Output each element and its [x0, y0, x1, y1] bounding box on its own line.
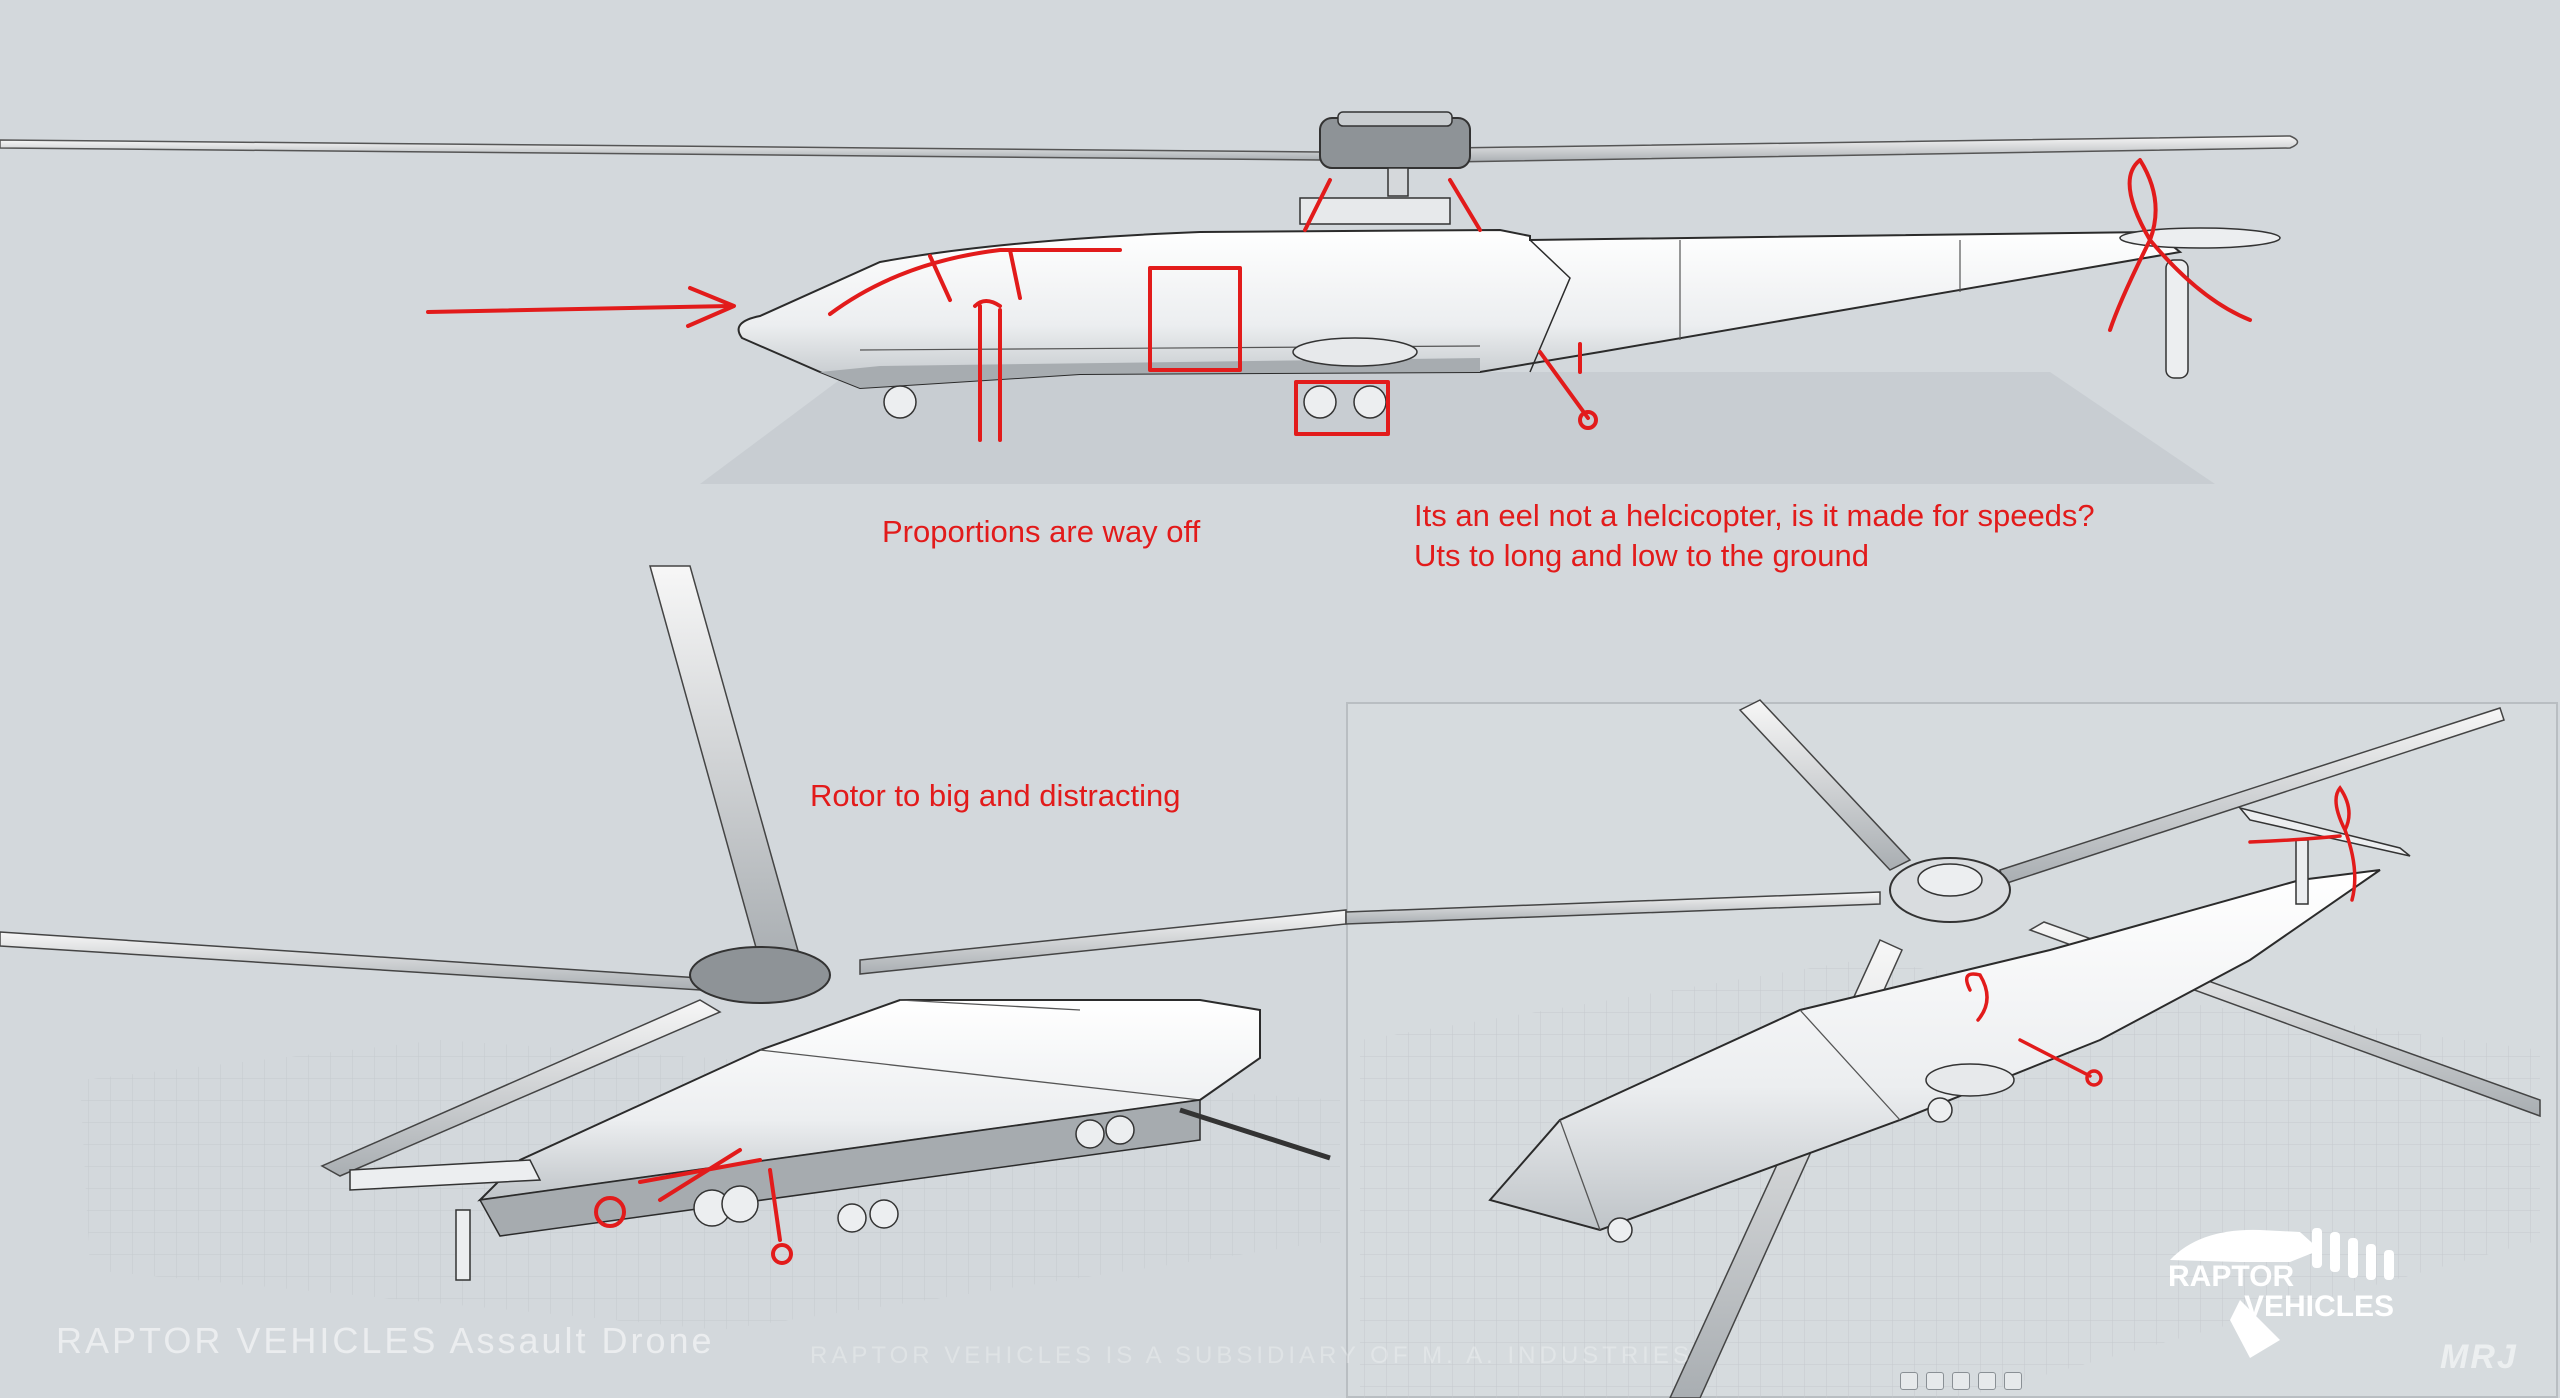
note-eel-line2: Uts to long and low to the ground [1414, 538, 1869, 573]
perspective-view-left-helicopter [0, 565, 1347, 1330]
side-view-ground-plane [700, 372, 2215, 484]
right-view-ground-grid [1360, 960, 2540, 1398]
orbit-icon[interactable] [1952, 1372, 1970, 1390]
brand-title: RAPTOR VEHICLES Assault Drone [56, 1320, 715, 1361]
left-view-blade-down [320, 999, 722, 1177]
left-view-rotor-hub [689, 946, 831, 1004]
camera-icon[interactable] [2004, 1372, 2022, 1390]
arrow-to-nose [426, 286, 736, 328]
brand-watermark: RAPTOR VEHICLES IS A SUBSIDIARY OF M. A.… [810, 1342, 1693, 1369]
left-view-redlines [594, 1148, 793, 1265]
artist-signature: MRJ [2440, 1338, 2518, 1376]
right-view-blade-upper-left [1738, 699, 1912, 871]
note-rotor: Rotor to big and distracting [810, 778, 1181, 813]
right-view-blade-right [1999, 707, 2505, 885]
note-eel-line1: Its an eel not a helcicopter, is it made… [1414, 498, 2095, 533]
side-view-redlines [426, 158, 2252, 442]
right-view-blade-left [1345, 891, 1881, 925]
perspective-view-right-helicopter [1345, 699, 2541, 1398]
side-view-tail-fin [2165, 259, 2189, 379]
side-view-sensor-pod [1292, 337, 1418, 367]
left-view-fuselage [477, 999, 1261, 1202]
left-view-blade-left [0, 931, 701, 991]
logo-text-vehicles: VEHICLES [2244, 1290, 2395, 1323]
side-view-tail-rotor [2119, 227, 2281, 249]
side-view-main-rotor-left-blade [0, 139, 1321, 161]
raptor-logo-mark [2170, 1228, 2394, 1358]
fit-view-icon[interactable] [1978, 1372, 1996, 1390]
side-view-front-wheel [883, 385, 917, 419]
zoom-icon[interactable] [1900, 1372, 1918, 1390]
viewport-toolbar [1900, 1372, 2022, 1390]
left-view-blade-right [859, 909, 1347, 975]
side-view-helicopter [0, 111, 2299, 484]
pan-icon[interactable] [1926, 1372, 1944, 1390]
left-view-blade-up [649, 565, 801, 963]
logo-text-raptor: RAPTOR [2168, 1260, 2295, 1293]
note-proportions: Proportions are way off [882, 514, 1201, 549]
right-view-fuselage [1488, 869, 2381, 1232]
right-view-redlines [1964, 785, 2357, 1087]
side-view-main-rotor-right-blade [1449, 135, 2299, 163]
